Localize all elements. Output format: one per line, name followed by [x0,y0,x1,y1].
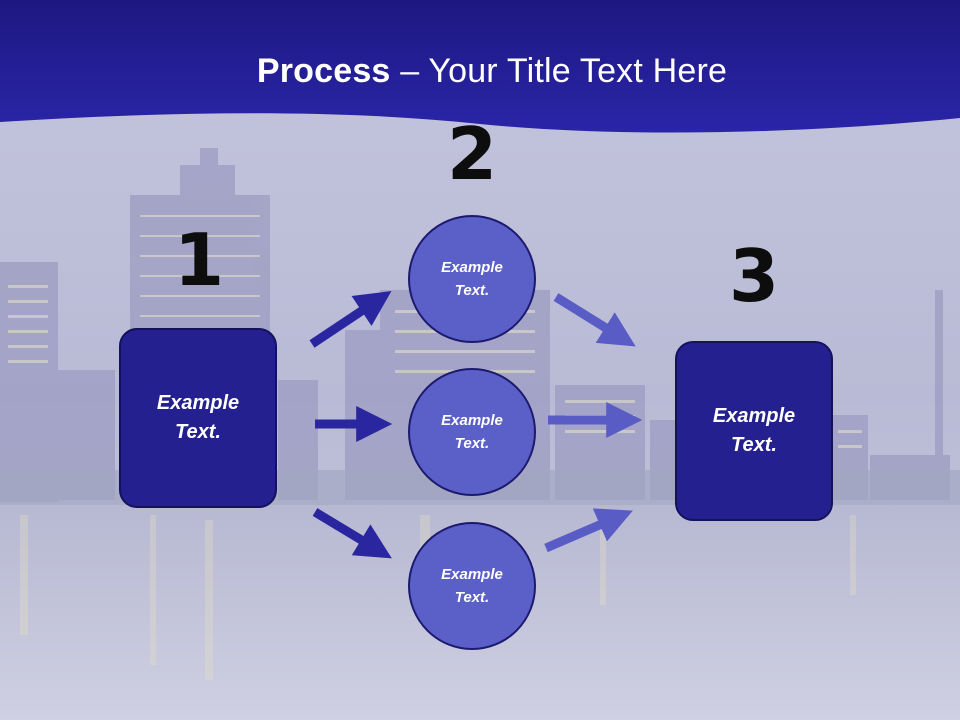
step-1-box: Example Text. [119,328,277,508]
circle-middle-label: Example Text. [441,412,503,452]
step-1-label: Example Text. [156,392,240,443]
step-2-circle-top: Example Text. [408,215,536,343]
step-2-circle-middle: Example Text. [408,368,536,496]
step-number-2: 2 [446,112,498,196]
step-number-3: 3 [728,234,780,318]
title-rest: – Your Title Text Here [390,52,728,90]
slide-title: Process – Your Title Text Here [0,52,960,91]
step-3-box: Example Text. [675,341,833,521]
circle-top-label: Example Text. [441,259,503,299]
circle-bottom-label: Example Text. [441,566,503,606]
step-number-1: 1 [173,218,225,302]
step-3-label: Example Text. [712,405,796,456]
step-2-circle-bottom: Example Text. [408,522,536,650]
title-bold: Process [256,52,391,90]
